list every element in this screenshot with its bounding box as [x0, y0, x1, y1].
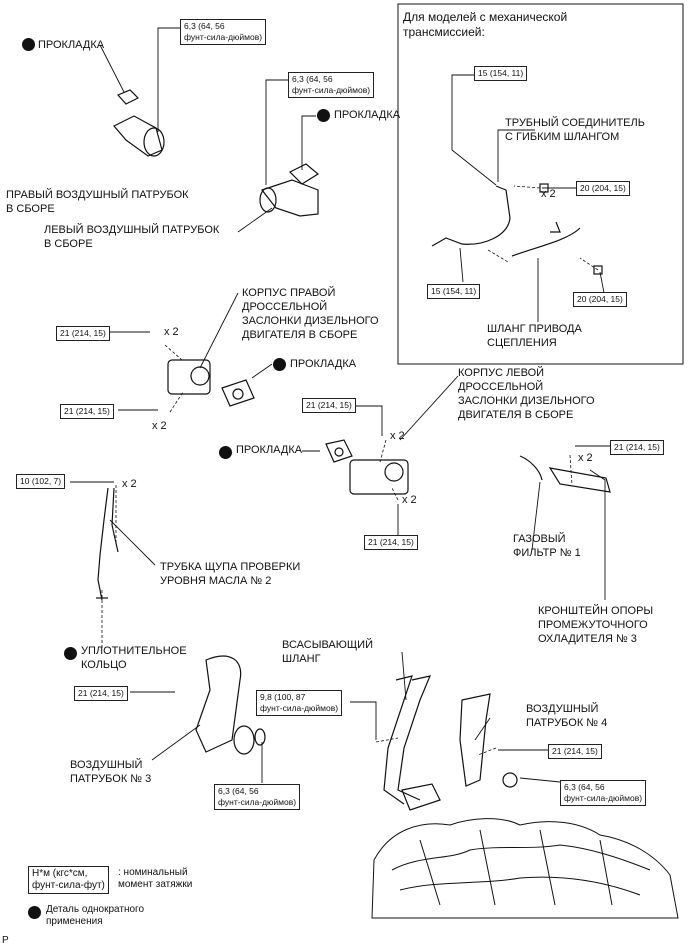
torque-spec: 6,3 (64, 56 фунт-сила-дюймов) — [180, 19, 267, 45]
part-label-gasket: ПРОКЛАДКА — [38, 39, 105, 51]
legend-unit-description: : номинальный момент затяжки — [118, 867, 193, 890]
quantity-multiplier: x 2 — [122, 478, 137, 490]
right-throttle-body-drawing — [167, 359, 255, 407]
torque-spec: 6,3 (64, 56 фунт-сила-дюймов) — [288, 72, 375, 98]
part-label-gasket: ПРОКЛАДКА — [290, 358, 357, 370]
intake-hose-drawing — [383, 675, 441, 811]
part-label-right-air-pipe: ПРАВЫЙ ВОЗДУШНЫЙ ПАТРУБОК В СБОРЕ — [6, 189, 189, 215]
air-pipe-4-drawing — [459, 693, 518, 788]
part-label-dipstick-tube: ТРУБКА ЩУПА ПРОВЕРКИ УРОВНЯ МАСЛА № 2 — [160, 561, 301, 587]
part-label-o-ring: УПЛОТНИТЕЛЬНОЕ КОЛЬЦО — [81, 645, 187, 671]
torque-spec: 15 (154, 11) — [427, 284, 481, 299]
part-label-gasket: ПРОКЛАДКА — [236, 444, 303, 456]
quantity-multiplier: x 2 — [578, 452, 593, 464]
single-use-marker — [219, 446, 232, 459]
single-use-marker — [64, 647, 77, 660]
single-use-marker — [273, 358, 286, 371]
torque-spec: 10 (102, 7) — [16, 474, 66, 489]
part-label-gas-filter: ГАЗОВЫЙ ФИЛЬТР № 1 — [513, 533, 581, 559]
part-label-left-throttle-body: КОРПУС ЛЕВОЙ ДРОССЕЛЬНОЙ ЗАСЛОНКИ ДИЗЕЛЬ… — [458, 367, 595, 421]
leader-lines — [70, 27, 610, 783]
dipstick-tube-drawing — [96, 487, 119, 601]
torque-spec: 21 (214, 15) — [302, 398, 356, 413]
left-air-pipe-drawing — [259, 163, 320, 217]
torque-spec: 6,3 (64, 56 фунт-сила-дюймов) — [214, 784, 301, 810]
part-label-gasket: ПРОКЛАДКА — [334, 109, 401, 121]
legend-unit-box: Н*м (кгс*см, фунт-сила-фут) — [28, 866, 109, 894]
torque-spec: 21 (214, 15) — [60, 404, 114, 419]
torque-spec: 21 (214, 15) — [364, 535, 418, 550]
torque-spec: 15 (154, 11) — [474, 66, 528, 81]
engine-outline-drawing — [371, 818, 679, 919]
inset-frame — [397, 3, 684, 365]
quantity-multiplier: x 2 — [152, 420, 167, 432]
part-label-intercooler-bracket: КРОНШТЕЙН ОПОРЫ ПРОМЕЖУТОЧНОГО ОХЛАДИТЕЛ… — [538, 605, 654, 645]
quantity-multiplier: x 2 — [164, 326, 179, 338]
legend-single-use: Деталь однократного применения — [46, 904, 145, 927]
part-label-right-throttle-body: КОРПУС ПРАВОЙ ДРОССЕЛЬНОЙ ЗАСЛОНКИ ДИЗЕЛ… — [242, 287, 379, 341]
inset-hose-drawing — [431, 183, 603, 275]
single-use-marker — [317, 109, 330, 122]
single-use-marker — [28, 906, 41, 919]
torque-spec: 6,3 (64, 56 фунт-сила-дюймов) — [560, 780, 647, 806]
torque-spec: 20 (204, 15) — [573, 292, 627, 307]
torque-spec: 21 (214, 15) — [56, 326, 110, 341]
torque-spec: 20 (204, 15) — [576, 181, 630, 196]
torque-spec: 21 (214, 15) — [548, 744, 602, 759]
part-label-intake-hose: ВСАСЫВАЮЩИЙ ШЛАНГ — [282, 639, 373, 665]
left-throttle-body-drawing — [325, 439, 409, 495]
quantity-multiplier: x 2 — [390, 430, 405, 442]
part-label-clutch-hose: ШЛАНГ ПРИВОДА СЦЕПЛЕНИЯ — [487, 323, 582, 349]
single-use-marker — [22, 38, 35, 51]
gas-filter-drawing — [519, 455, 611, 493]
right-air-pipe-drawing — [113, 89, 165, 157]
quantity-multiplier: x 2 — [541, 188, 556, 200]
part-label-flex-hose: ТРУБНЫЙ СОЕДИНИТЕЛЬ С ГИБКИМ ШЛАНГОМ — [505, 117, 645, 143]
air-pipe-3-drawing — [195, 655, 266, 755]
torque-spec: 21 (214, 15) — [610, 440, 664, 455]
quantity-multiplier: x 2 — [402, 494, 417, 506]
part-label-air-pipe-3: ВОЗДУШНЫЙ ПАТРУБОК № 3 — [70, 759, 152, 785]
part-label-left-air-pipe: ЛЕВЫЙ ВОЗДУШНЫЙ ПАТРУБОК В СБОРЕ — [44, 224, 220, 250]
inset-title: Для моделей с механической трансмиссией: — [403, 10, 568, 39]
torque-spec: 21 (214, 15) — [74, 686, 128, 701]
part-label-air-pipe-4: ВОЗДУШНЫЙ ПАТРУБОК № 4 — [526, 703, 608, 729]
figure-code: P — [2, 935, 9, 946]
torque-spec: 9,8 (100, 87 фунт-сила-дюймов) — [256, 690, 343, 716]
